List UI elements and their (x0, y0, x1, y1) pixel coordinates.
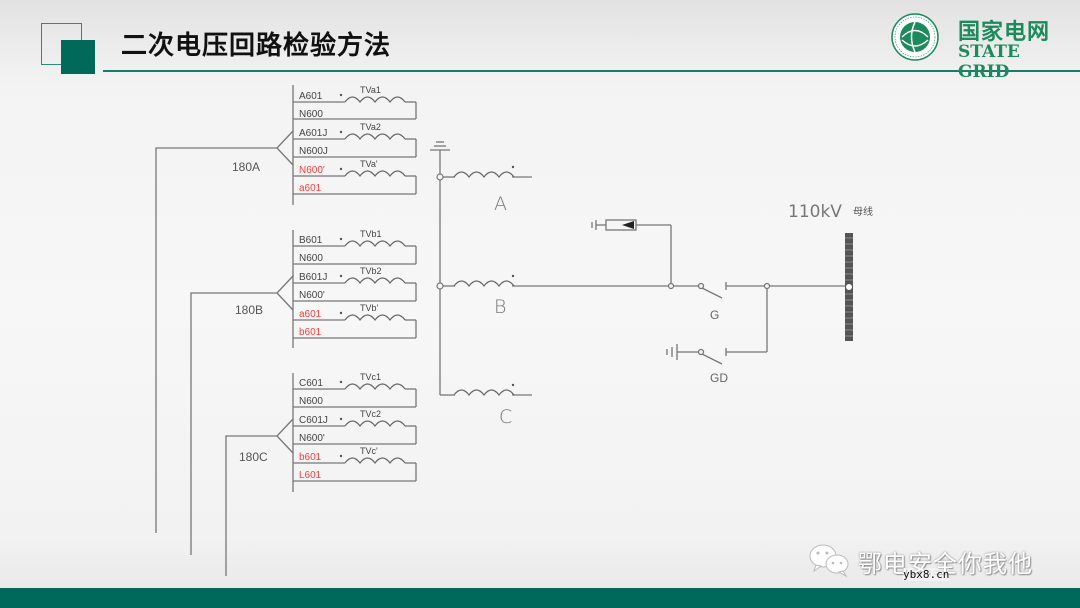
svg-text:180C: 180C (239, 450, 268, 464)
busbar-110kv: 110kV 母线 (788, 202, 873, 341)
group-180a: A601 N600 A601J N600J N600' a601 TVa1 TV… (232, 85, 417, 195)
svg-text:b601: b601 (299, 327, 322, 338)
svg-text:N600: N600 (299, 253, 323, 264)
svg-text:N600': N600' (299, 290, 325, 301)
svg-text:A601J: A601J (299, 128, 327, 139)
svg-text:TVa1: TVa1 (360, 85, 381, 95)
svg-text:TVb': TVb' (360, 303, 379, 313)
logo-english-text: STATE GRID (958, 42, 1020, 82)
svg-text:180A: 180A (232, 160, 260, 174)
svg-text:N600: N600 (299, 396, 323, 407)
logo-chinese-text: 国家电网 (958, 20, 1051, 45)
group-180b: B601 N600 B601J N600' a601 b601 TVb1 TVb… (235, 229, 417, 339)
svg-text:TVb1: TVb1 (360, 229, 382, 239)
svg-text:TVc1: TVc1 (360, 372, 381, 382)
svg-text:C601J: C601J (299, 415, 328, 426)
title-divider (103, 70, 1080, 72)
grounding-switch-gd (666, 344, 767, 365)
primary-windings (430, 141, 671, 396)
slide-title: 二次电压回路检验方法 (121, 31, 392, 61)
svg-text:N600': N600' (299, 433, 325, 444)
svg-text:C601: C601 (299, 378, 323, 389)
svg-text:L601: L601 (299, 470, 322, 481)
svg-text:TVc': TVc' (360, 446, 378, 456)
disconnector-g (673, 282, 846, 352)
bus-label-cn: 母线 (853, 205, 873, 218)
svg-text:a601: a601 (299, 309, 322, 320)
svg-text:180B: 180B (235, 303, 263, 317)
switch-gd-label: GD (710, 371, 728, 385)
watermark-text: 鄂电安全你我他 (858, 550, 1033, 578)
svg-text:N600': N600' (299, 165, 325, 176)
state-grid-logo: 国家电网 STATE GRID (888, 10, 1068, 82)
svg-text:N600: N600 (299, 109, 323, 120)
svg-text:A601: A601 (299, 91, 323, 102)
globe-icon (891, 13, 939, 61)
svg-text:B601: B601 (299, 235, 323, 246)
switch-g-label: G (710, 308, 719, 322)
wechat-icon (809, 544, 849, 578)
arrester (591, 219, 672, 286)
svg-text:TVb2: TVb2 (360, 266, 382, 276)
site-watermark: ybx8.cn (903, 568, 950, 581)
bus-voltage-label: 110kV (788, 202, 842, 222)
svg-text:TVa': TVa' (360, 159, 378, 169)
slide-header: 二次电压回路检验方法 国家电网 STATE GRID (0, 0, 1080, 82)
phase-a-label: A (494, 193, 507, 215)
svg-text:b601: b601 (299, 452, 322, 463)
svg-text:TVa2: TVa2 (360, 122, 381, 132)
phase-b-label: B (494, 296, 506, 318)
svg-text:TVc2: TVc2 (360, 409, 381, 419)
group-180c: C601 N600 C601J N600' b601 L601 TVc1 TVc… (239, 372, 417, 482)
footer-bar (0, 588, 1080, 608)
phase-c-label: C (499, 406, 512, 428)
title-decoration-solid (61, 40, 95, 74)
svg-text:B601J: B601J (299, 272, 327, 283)
svg-text:a601: a601 (299, 183, 322, 194)
svg-text:N600J: N600J (299, 146, 328, 157)
